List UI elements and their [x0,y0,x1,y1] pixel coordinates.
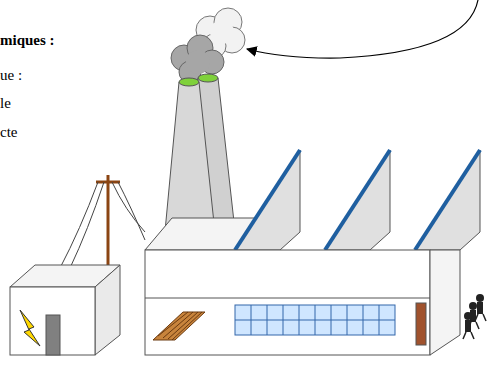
sawtooth-roof [235,150,480,250]
building-side [430,250,460,355]
text-fragment: le [0,94,11,112]
door [416,303,426,345]
text-fragment: ue : [0,66,22,84]
power-line [60,175,145,278]
chimney [164,78,216,242]
workers [463,294,486,339]
wood-logs [153,312,205,340]
pointer-arrow [247,0,478,58]
factory-building [145,250,430,355]
window-grid [235,305,395,335]
text-fragment: cte [0,123,17,141]
text-fragment: miques : [0,31,55,49]
substation [10,265,120,355]
smoke-dark [171,35,224,83]
floor-line [145,298,430,299]
